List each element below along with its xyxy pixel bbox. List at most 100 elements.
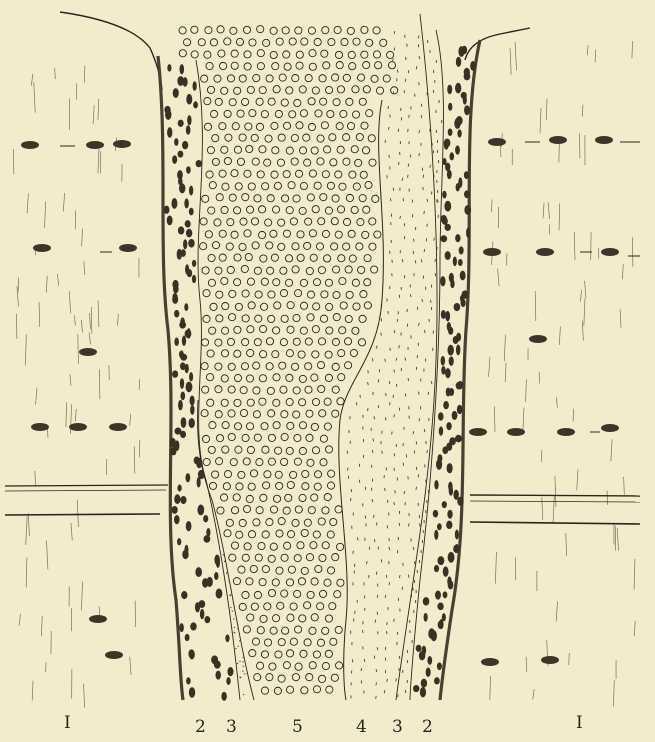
selvage-fragment [185,220,191,228]
selvage-fragment [452,411,458,420]
selvage-fragment [173,88,179,98]
selvage-fragment [177,485,181,492]
selvage-fragment [227,667,233,676]
selvage-fragment [203,535,210,543]
grain-dash [356,402,357,405]
host-patch [481,658,499,666]
grain-dash [376,696,377,699]
selvage-fragment [170,448,176,455]
grain-dash [386,631,387,634]
selvage-fragment [437,556,444,565]
host-patch [557,428,575,436]
selvage-fragment [457,405,463,414]
selvage-fragment [196,160,202,167]
grain-dash [374,515,375,518]
selvage-fragment [180,378,184,389]
host-patch [483,248,501,256]
selvage-fragment [440,276,445,286]
host-patch [601,424,619,432]
selvage-fragment [216,671,221,680]
selvage-fragment [449,356,454,365]
grain-dash [352,659,353,662]
fine-grain [230,607,231,608]
selvage-fragment [456,344,460,355]
selvage-fragment [216,557,220,567]
selvage-fragment [172,155,177,164]
selvage-fragment [207,577,213,587]
selvage-fragment [200,609,205,619]
host-patch [469,428,487,436]
selvage-fragment [437,523,442,530]
grain-dash [419,153,420,156]
selvage-fragment [187,115,191,125]
selvage-fragment [447,85,452,95]
selvage-fragment [439,619,443,629]
selvage-fragment [464,171,469,179]
grain-dash [409,141,410,144]
selvage-fragment [172,370,178,377]
selvage-fragment [434,480,438,490]
selvage-fragment [448,103,452,111]
selvage-fragment [179,183,185,193]
fine-grain [234,632,235,633]
host-patch [507,428,525,436]
selvage-fragment [447,170,452,180]
selvage-fragment [437,662,442,670]
selvage-fragment [442,158,446,165]
selvage-fragment [456,57,461,67]
label-zone-5: 5 [292,717,303,737]
grain-dash [388,106,389,109]
host-patch [105,651,123,659]
selvage-fragment [438,412,444,420]
selvage-fragment [174,494,180,504]
host-patch [488,138,506,146]
selvage-fragment [461,299,466,307]
selvage-fragment [449,388,454,396]
grain-dash [351,489,352,492]
selvage-fragment [184,303,188,311]
selvage-fragment [459,246,464,254]
grain-dash [399,345,400,348]
fine-grain [226,572,227,573]
selvage-fragment [188,418,194,428]
selvage-fragment [172,293,177,301]
selvage-fragment [413,685,420,692]
selvage-fragment [455,435,462,443]
selvage-fragment [442,191,446,199]
selvage-fragment [195,567,202,577]
selvage-fragment [165,110,171,120]
fine-grain [239,661,240,662]
grain-dash [399,523,400,526]
selvage-fragment [445,224,451,231]
selvage-fragment [466,228,470,238]
selvage-fragment [421,679,427,688]
fine-grain [247,673,248,674]
selvage-fragment [453,545,459,553]
selvage-fragment [185,473,190,482]
selvage-fragment [174,338,179,346]
fine-grain [228,580,229,581]
grain-dash [427,450,428,453]
selvage-fragment [186,521,192,531]
selvage-fragment [424,613,428,622]
host-patch [595,136,613,144]
selvage-fragment [448,552,455,563]
fine-grain [243,694,244,695]
grain-dash [368,370,369,373]
fine-grain [233,602,234,603]
selvage-fragment [433,510,438,518]
selvage-fragment [464,190,470,198]
label-zone-2-left: 2 [195,717,206,737]
selvage-fragment [441,310,446,319]
selvage-fragment [448,580,454,589]
selvage-fragment [189,208,194,216]
grain-dash [411,335,412,338]
selvage-fragment [177,76,184,86]
selvage-fragment [416,645,422,652]
selvage-fragment [186,229,192,238]
grain-dash [392,432,393,435]
selvage-fragment [181,591,187,599]
selvage-fragment [443,591,448,598]
selvage-fragment [426,668,431,677]
fine-grain [240,677,241,678]
